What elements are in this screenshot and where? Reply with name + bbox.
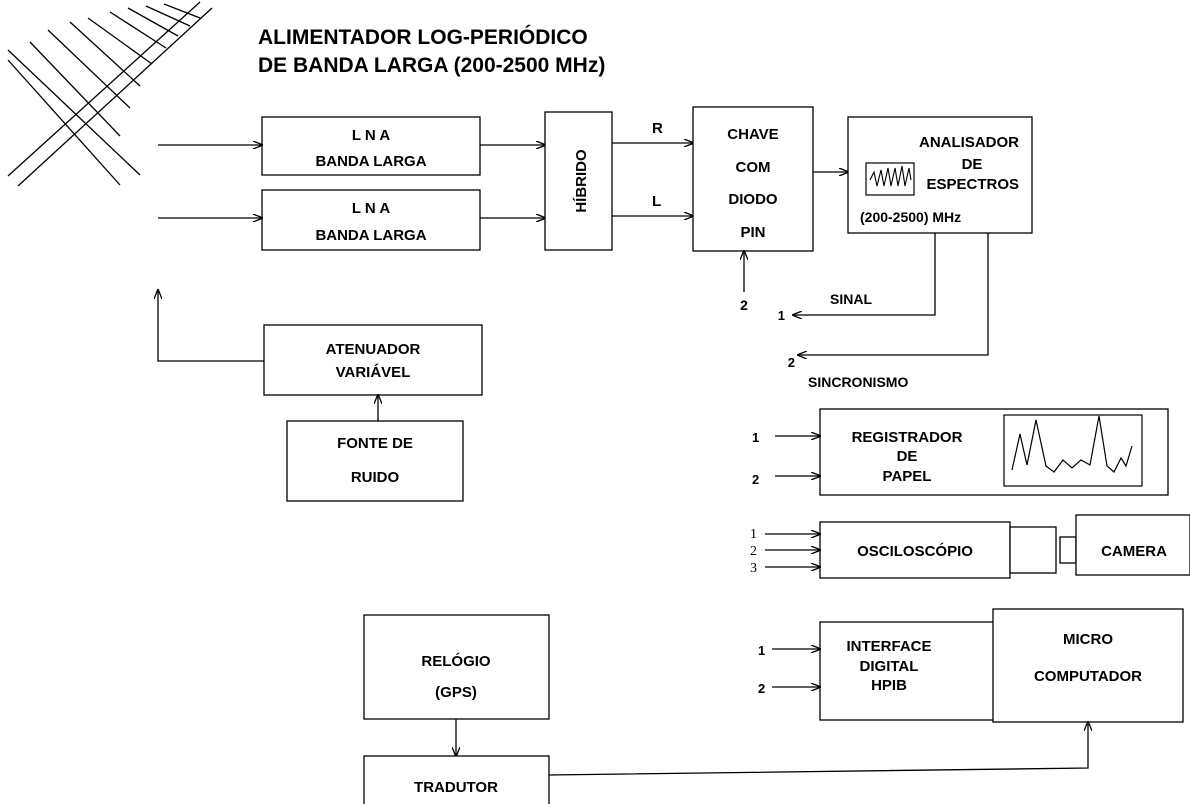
port-r-label: R [652,120,663,137]
chave-input-num: 2 [740,297,748,313]
spectrum-display-icon [865,162,915,196]
micro-line1: MICRO [1063,631,1113,648]
lna-1-label: L N A [352,127,391,144]
interface-line3: HPIB [871,677,907,694]
relogio-box [363,614,550,720]
fonte-box [286,420,464,502]
interface-line2: DIGITAL [860,658,919,675]
atenuador-line2: VARIÁVEL [336,364,411,381]
lna-2-sublabel: BANDA LARGA [315,227,426,244]
osciloscopio-box [819,521,1011,579]
interface-in2: 2 [758,681,765,696]
arrow-sinal [793,233,936,315]
registrador-in1: 1 [752,430,759,445]
analisador-line3: ESPECTROS [926,176,1019,193]
osciloscopio-in3: 3 [750,561,757,576]
camera-lens [1059,536,1077,564]
chave-line4: PIN [740,224,765,241]
atenuador-box [263,324,483,396]
relogio-line2: (GPS) [435,684,477,701]
paper-chart-icon [1003,414,1143,487]
analisador-line2: DE [962,156,983,173]
interface-line1: INTERFACE [846,638,931,655]
sincronismo-num: 2 [788,355,795,370]
arrow-atenuador-antenna [158,290,264,362]
registrador-in2: 2 [752,472,759,487]
registrador-line3: PAPEL [883,468,932,485]
micro-box [992,608,1184,723]
arrow-tradutor-micro [548,722,1088,776]
chave-line1: CHAVE [727,126,778,143]
osciloscopio-label: OSCILOSCÓPIO [857,542,973,560]
hibrido-box [544,111,613,251]
lna-1-sublabel: BANDA LARGA [315,153,426,170]
tradutor-box [363,755,550,804]
sinal-label: SINAL [830,291,872,307]
chave-line3: DIODO [728,191,778,208]
lna-2-label: L N A [352,200,391,217]
tradutor-label: TRADUTOR [414,779,498,796]
interface-in1: 1 [758,643,765,658]
sinal-num: 1 [778,308,785,323]
camera-box [1075,514,1190,576]
camera-label: CAMERA [1101,543,1167,560]
atenuador-line1: ATENUADOR [326,341,421,358]
fonte-line2: RUIDO [351,469,400,486]
title-line1: ALIMENTADOR LOG-PERIÓDICO [258,25,588,49]
micro-line2: COMPUTADOR [1034,668,1142,685]
chave-line2: COM [736,159,771,176]
analisador-line4: (200-2500) MHz [860,209,961,225]
registrador-line2: DE [897,448,918,465]
chave-box [692,106,814,252]
registrador-line1: REGISTRADOR [852,429,963,446]
analisador-line1: ANALISADOR [919,134,1019,151]
relogio-line1: RELÓGIO [421,652,491,670]
camera-screen-box [1009,526,1057,574]
lna-2-box [261,189,481,251]
hibrido-label: HÍBRIDO [573,149,590,213]
port-l-label: L [652,193,661,210]
osciloscopio-in1: 1 [750,527,757,542]
osciloscopio-in2: 2 [750,544,757,559]
log-periodic-antenna-icon [7,1,213,187]
title-line2: DE BANDA LARGA (200-2500 MHz) [258,54,605,77]
arrow-sincronismo [798,233,989,355]
sincronismo-label: SINCRONISMO [808,374,908,390]
fonte-line1: FONTE DE [337,435,413,452]
lna-1-box [261,116,481,176]
